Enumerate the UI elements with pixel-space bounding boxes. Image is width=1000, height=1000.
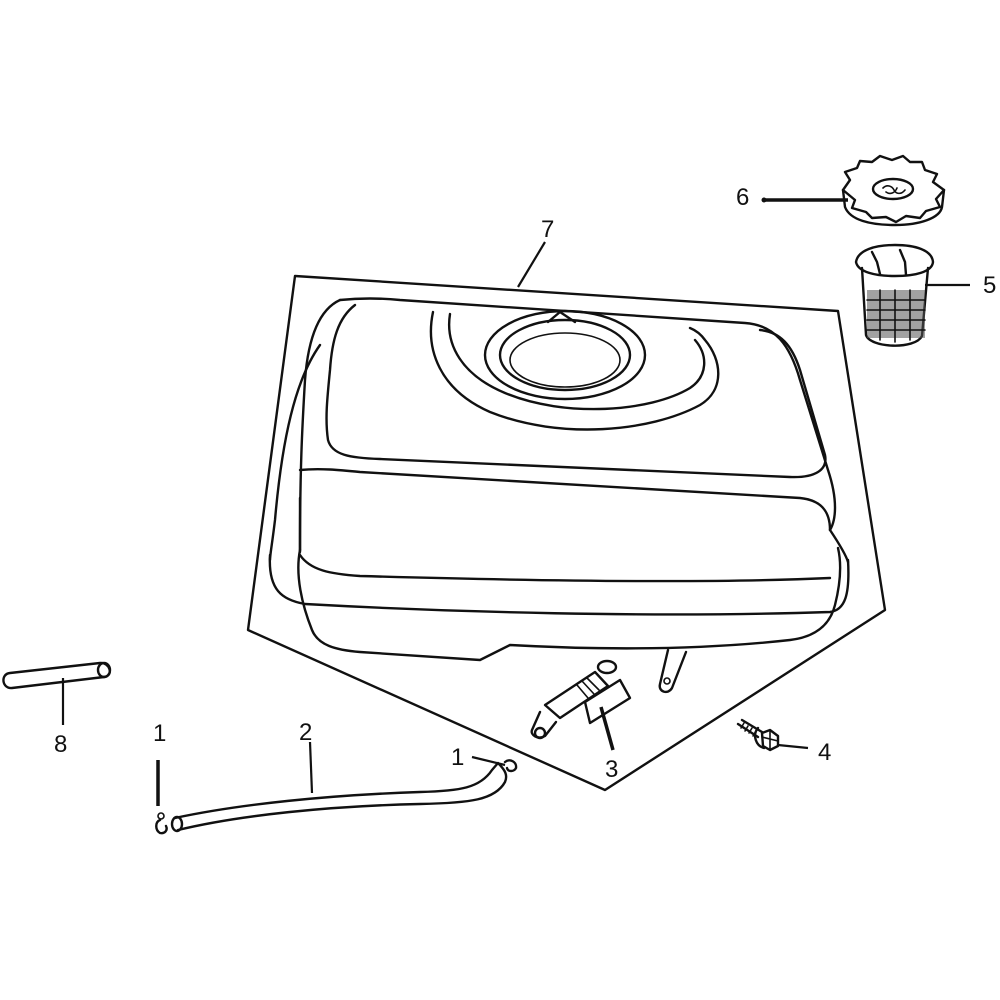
fuel-valve bbox=[530, 659, 632, 740]
breather-tube-outline bbox=[2, 661, 111, 690]
tank-mounting-bracket bbox=[658, 648, 688, 694]
callout-1-left: 1 bbox=[153, 720, 166, 747]
fuel-tank bbox=[268, 297, 850, 694]
hose-clip-left bbox=[155, 812, 168, 835]
callout-6: 6 bbox=[736, 184, 749, 211]
fuel-cap-top bbox=[841, 154, 946, 224]
tank-left-side bbox=[268, 343, 322, 562]
strainer-mesh-lines bbox=[866, 289, 926, 343]
tank-mid-seam bbox=[298, 553, 832, 583]
valve-outlet-nozzle bbox=[533, 726, 547, 740]
fuel-cap-side bbox=[841, 188, 946, 227]
tank-mounting-hole bbox=[663, 677, 671, 685]
hose-clip-left-tab bbox=[157, 812, 165, 820]
leader-4 bbox=[777, 743, 809, 750]
leader-3 bbox=[599, 706, 615, 751]
fuel-cap-logo-icon bbox=[882, 185, 906, 195]
hose-clip-right-body bbox=[503, 759, 518, 773]
bolt-flange bbox=[753, 726, 766, 750]
valve-o-ring bbox=[596, 659, 618, 675]
strainer-rim bbox=[854, 243, 935, 278]
tank-top-outline bbox=[338, 297, 837, 532]
callout-2: 2 bbox=[299, 719, 312, 746]
leader-2 bbox=[308, 741, 314, 794]
fuel-hose-end bbox=[170, 815, 184, 833]
tank-filler-recess-inner bbox=[447, 312, 706, 411]
fuel-strainer bbox=[854, 243, 935, 347]
tank-right-side bbox=[828, 528, 850, 564]
tank-top-panel bbox=[325, 303, 827, 479]
fuel-cap-center-ring bbox=[871, 177, 915, 201]
callout-4: 4 bbox=[818, 739, 831, 766]
tank-lower-shell bbox=[297, 546, 842, 662]
filler-neck-inner-ring bbox=[509, 332, 621, 388]
filler-neck-mid-ring bbox=[498, 318, 632, 392]
filler-neck-notch bbox=[546, 310, 577, 324]
callout-5: 5 bbox=[983, 272, 996, 299]
hose-clip-right bbox=[503, 759, 518, 773]
assembly-boundary-outline bbox=[246, 274, 887, 792]
valve-lever bbox=[583, 678, 632, 725]
valve-body bbox=[543, 670, 610, 720]
callout-1-right: 1 bbox=[451, 744, 464, 771]
valve-thread bbox=[576, 677, 600, 699]
breather-tube bbox=[2, 661, 112, 690]
strainer-rim-notch bbox=[870, 248, 908, 277]
bolt-head-face bbox=[761, 729, 779, 751]
tank-left-side-inner bbox=[298, 298, 342, 552]
breather-tube-end bbox=[96, 661, 112, 679]
fuel-hose-outline bbox=[173, 761, 508, 832]
flange-bolt bbox=[736, 718, 780, 752]
callout-3: 3 bbox=[605, 756, 618, 783]
bolt-thread bbox=[740, 722, 757, 737]
fuel-cap bbox=[841, 154, 946, 227]
leader-6-dot bbox=[761, 197, 767, 203]
fuel-hose bbox=[170, 761, 508, 833]
tank-top-front-edge bbox=[298, 467, 832, 532]
tank-base-seam bbox=[268, 553, 850, 616]
tank-filler-recess bbox=[429, 310, 720, 431]
callout-8: 8 bbox=[54, 731, 67, 758]
filler-neck-outer-ring bbox=[483, 309, 647, 401]
callout-7: 7 bbox=[541, 216, 554, 243]
leader-1-right bbox=[471, 755, 506, 767]
leader-7 bbox=[517, 241, 546, 288]
hose-clip-left-body bbox=[155, 818, 168, 835]
